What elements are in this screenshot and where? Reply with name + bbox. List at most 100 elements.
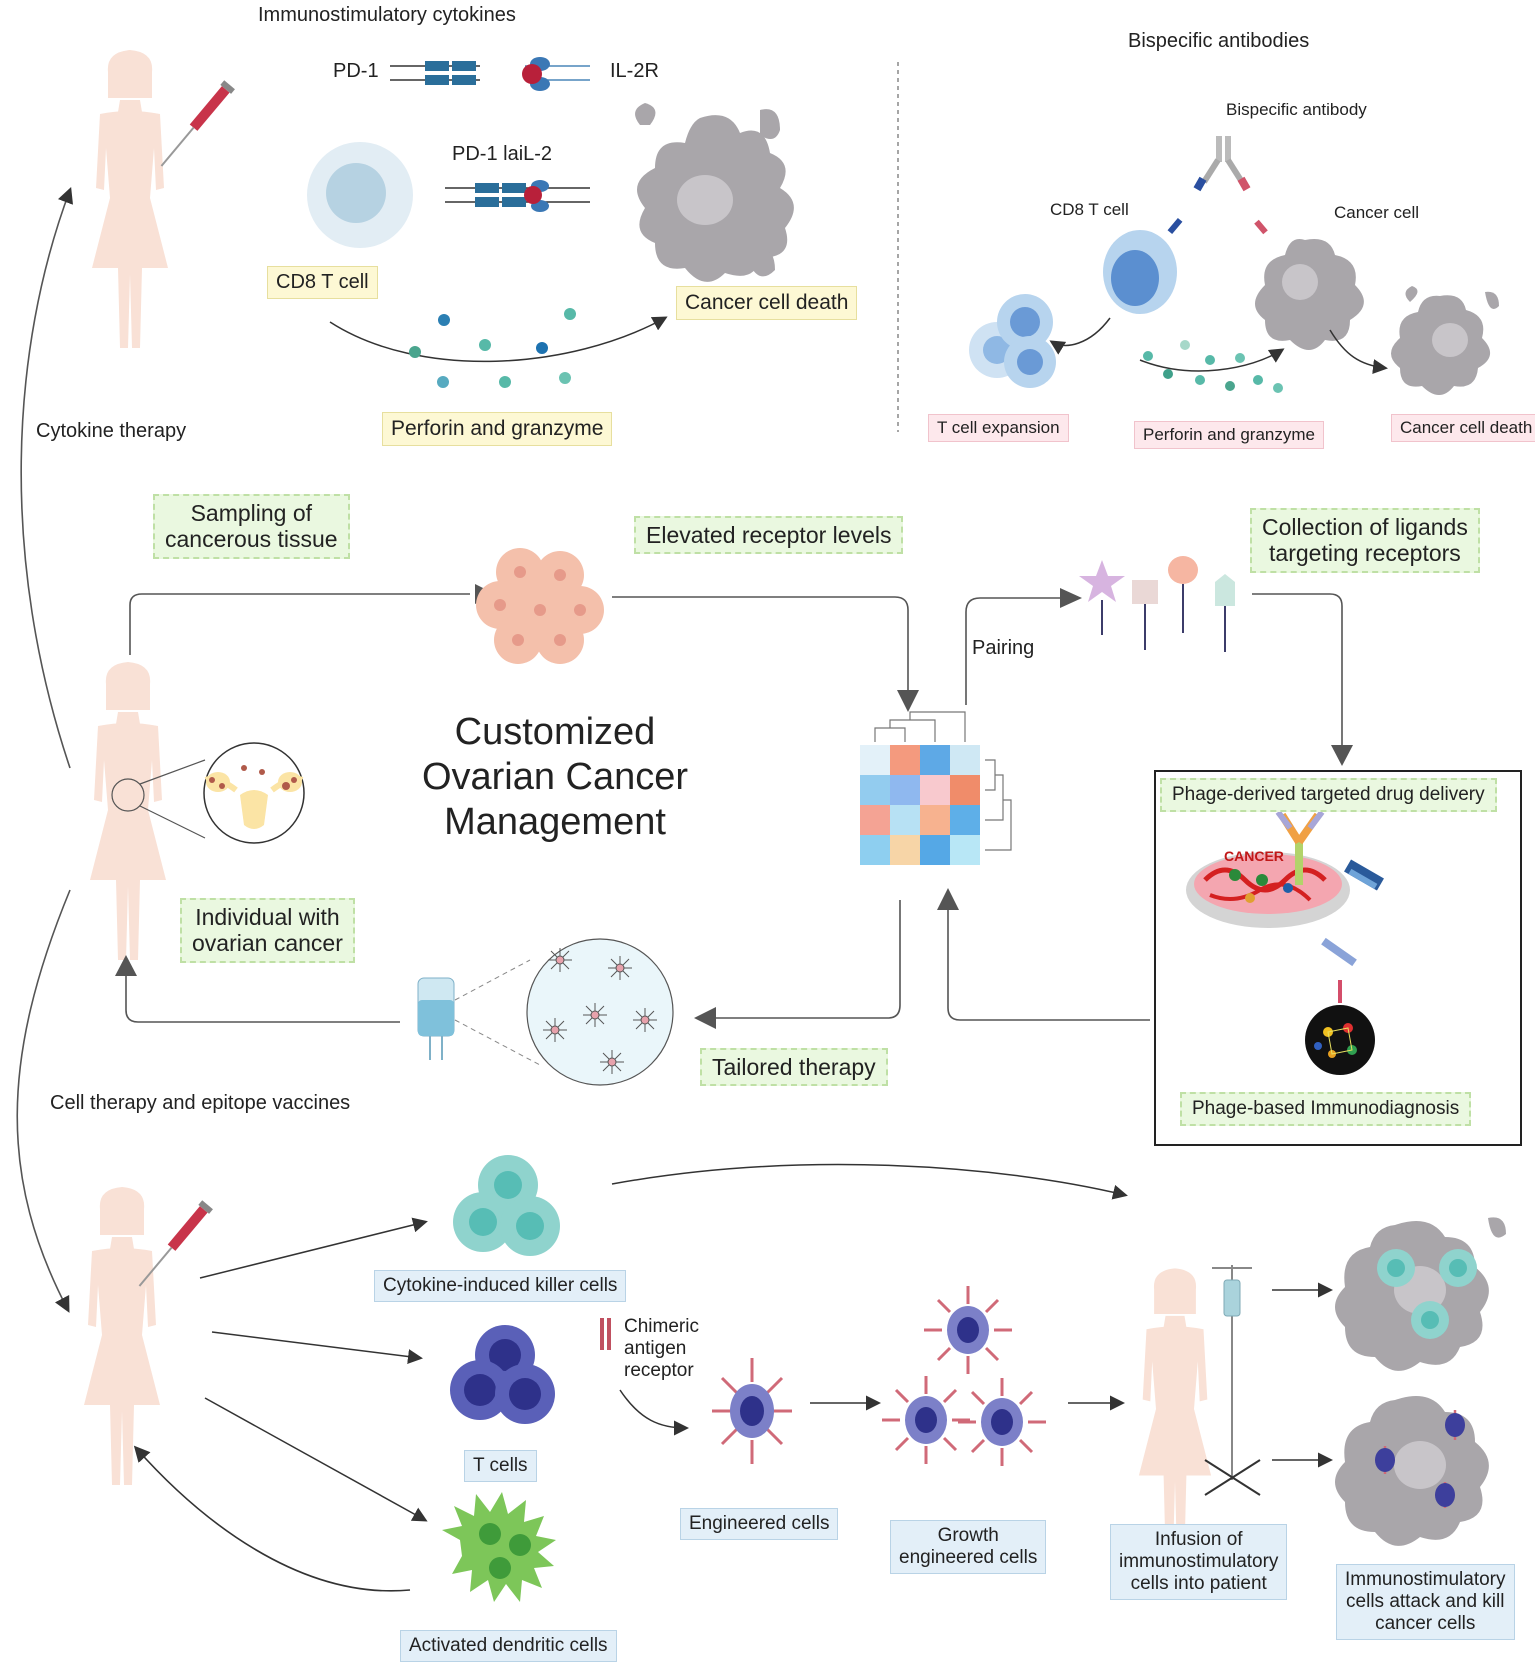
perforin-arrow-right <box>1139 348 1285 372</box>
phage-detector-icon <box>1305 937 1375 1075</box>
perforin-label: Perforin and granzyme <box>382 412 613 447</box>
cik-cells-icon <box>453 1155 560 1256</box>
cancer-cell-icon-right <box>1254 219 1364 350</box>
heatmap-cell <box>950 745 980 775</box>
phage-delivery-label: Phage-derived targeted drug delivery <box>1160 778 1497 812</box>
cancer-with-cik-icon <box>1335 1217 1506 1371</box>
arrow-ligands-down <box>1252 593 1343 745</box>
engineered-cell-icon <box>712 1358 792 1464</box>
heatmap-cell <box>860 745 890 775</box>
syringe-icon <box>160 80 235 167</box>
heatmap-cell <box>920 745 950 775</box>
fusion-label: PD-1 laiL-2 <box>452 143 553 165</box>
arrow-back-dendritic <box>133 1445 411 1592</box>
tissue-cells-icon <box>476 548 604 664</box>
cd8-t-cell-icon <box>307 142 413 248</box>
arrow-to-cik <box>199 1217 428 1279</box>
arrow-car-to-engineered <box>619 1389 689 1436</box>
pairing-label: Pairing <box>972 637 1035 659</box>
t-cell-expansion-label: T cell expansion <box>928 414 1069 442</box>
arrow-to-cell-therapy <box>16 889 71 1313</box>
woman-figure-bottom <box>84 1187 160 1485</box>
bispecific-heading: Bispecific antibodies <box>1128 30 1310 52</box>
arrow-to-expansion <box>1049 317 1111 355</box>
nanoparticle-zoom-icon <box>526 938 674 1086</box>
growth-cells-icon <box>882 1286 1046 1466</box>
arrow-to-death-right <box>1329 329 1388 375</box>
cytokines-heading: Immunostimulatory cytokines <box>258 4 516 26</box>
iv-stand-icon <box>1204 1265 1261 1496</box>
pd1-receptor-icon <box>390 61 480 85</box>
arrow-return-patient <box>125 975 400 1023</box>
perforin-arrow <box>329 316 668 363</box>
arrowhead-to-heatmap <box>937 888 959 910</box>
pd1-il2-fusion-icon <box>445 180 590 212</box>
tailored-label: Tailored therapy <box>700 1048 888 1087</box>
ovary-zoom-icon <box>111 742 305 844</box>
heatmap-dendrogram <box>874 711 1012 851</box>
arrow-pairing <box>965 597 1060 705</box>
cd8-label: CD8 T cell <box>267 266 378 299</box>
bispecific-antibody-label: Bispecific antibody <box>1226 100 1367 119</box>
il2r-label: IL-2R <box>610 60 659 82</box>
car-receptor-icon <box>600 1318 611 1350</box>
heatmap-cell <box>950 805 980 835</box>
heatmap-cell <box>920 805 950 835</box>
arrow-sampling <box>129 593 470 655</box>
woman-figure-top <box>92 50 168 348</box>
heatmap-cell <box>950 775 980 805</box>
cancer-cell-icon <box>635 103 794 282</box>
woman-figure-infusion <box>1138 1268 1212 1552</box>
dead-cancer-cell-icon-right <box>1391 286 1499 395</box>
cd8-t-cell-icon-right <box>1103 217 1183 314</box>
syringe-icon-bottom <box>138 1200 213 1287</box>
heatmap-cell <box>920 775 950 805</box>
pd1-label: PD-1 <box>333 60 379 82</box>
arrow-phage-to-heatmap <box>947 910 1150 1021</box>
cancer-death-label-right: Cancer cell death <box>1391 414 1535 442</box>
phage-particle-icon <box>1344 859 1384 891</box>
heatmap-cell <box>890 745 920 775</box>
heatmap-cell <box>950 835 980 865</box>
cd8-label-right: CD8 T cell <box>1050 200 1129 219</box>
arrow-tailored <box>715 900 901 1019</box>
cancer-with-car-t-icon <box>1335 1396 1489 1546</box>
bispecific-antibody-icon <box>1193 136 1251 192</box>
heatmap-cell <box>860 805 890 835</box>
cik-label: Cytokine-induced killer cells <box>374 1270 627 1302</box>
elevated-label: Elevated receptor levels <box>634 516 904 555</box>
arrow-to-tcells <box>211 1331 423 1364</box>
arrowhead-return <box>115 955 137 976</box>
heatmap-cell <box>890 775 920 805</box>
arrow-to-heatmap <box>612 596 909 690</box>
perforin-dots <box>409 308 576 388</box>
cancer-death-label: Cancer cell death <box>676 286 858 321</box>
perforin-label-right: Perforin and granzyme <box>1134 421 1324 449</box>
phage-box <box>1154 770 1522 1146</box>
heatmap-cell <box>890 805 920 835</box>
heatmap <box>860 745 980 865</box>
arrowhead-tailored <box>694 1007 716 1029</box>
cytokine-therapy-label: Cytokine therapy <box>36 420 187 442</box>
arrow-cik-to-cancer <box>611 1163 1128 1200</box>
phage-dx-label: Phage-based Immunodiagnosis <box>1180 1092 1472 1126</box>
t-cells-icon <box>450 1325 555 1424</box>
heatmap-cell <box>920 835 950 865</box>
iv-bag-icon <box>417 977 455 1060</box>
tcells-label: T cells <box>464 1450 537 1482</box>
heatmap-cell <box>860 835 890 865</box>
dendritic-label: Activated dendritic cells <box>400 1630 617 1662</box>
perforin-dots-right <box>1143 340 1283 393</box>
il2r-receptor-icon <box>522 57 590 91</box>
cancer-tag: CANCER <box>1224 848 1284 864</box>
arrow-to-dendritic <box>204 1397 428 1522</box>
arrowhead-pairing <box>1060 588 1082 608</box>
